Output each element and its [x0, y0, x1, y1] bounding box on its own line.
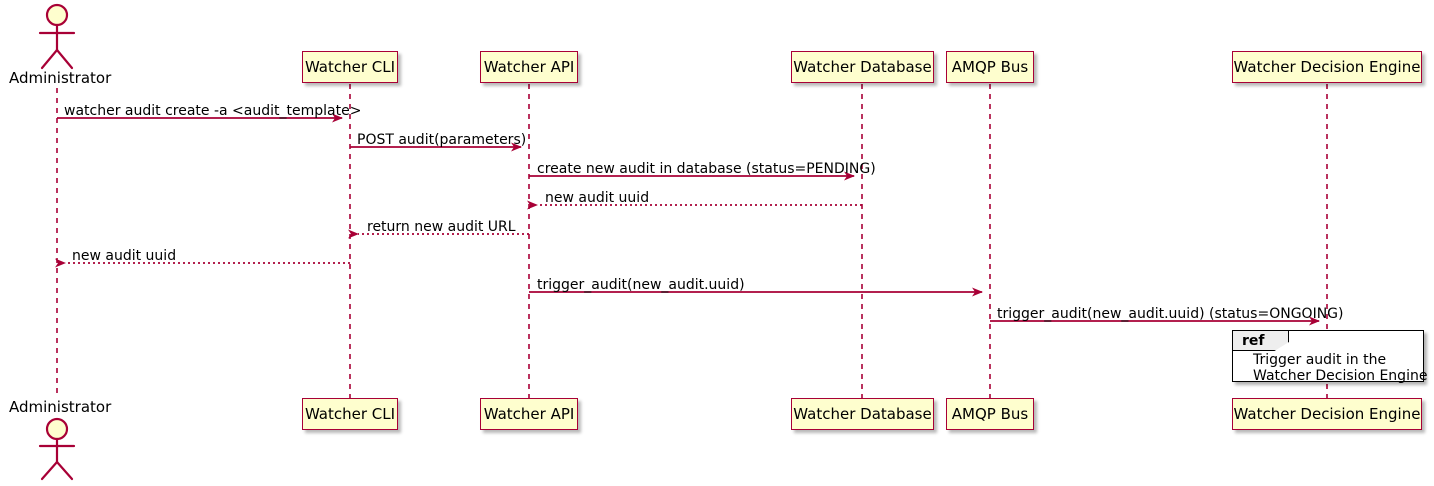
- participant-label: AMQP Bus: [951, 404, 1029, 423]
- participant-watcher-decision-engine-bottom[interactable]: Watcher Decision Engine: [1232, 398, 1422, 430]
- message-arrows: [55, 113, 1320, 326]
- message-label-3: create new audit in database (status=PEN…: [537, 161, 876, 177]
- ref-fragment: ref Trigger audit in the Watcher Decisio…: [1232, 330, 1428, 384]
- message-label-4: new audit uuid: [545, 190, 650, 206]
- participant-watcher-api-bottom[interactable]: Watcher API: [480, 398, 578, 430]
- participant-watcher-cli-top[interactable]: Watcher CLI: [302, 51, 398, 83]
- participant-watcher-api-top[interactable]: Watcher API: [480, 51, 578, 83]
- participant-amqp-bus-top[interactable]: AMQP Bus: [946, 51, 1034, 83]
- actor-administrator-bottom: [38, 417, 76, 481]
- message-label-2: POST audit(parameters): [357, 132, 527, 148]
- participant-label: Watcher CLI: [304, 57, 396, 76]
- ref-fragment-body: Trigger audit in the Watcher Decision En…: [1233, 352, 1428, 384]
- participant-watcher-cli-bottom[interactable]: Watcher CLI: [302, 398, 398, 430]
- ref-fragment-line-2: Watcher Decision Engine: [1253, 368, 1428, 384]
- ref-fragment-line-1: Trigger audit in the: [1253, 352, 1387, 368]
- participant-watcher-database-top[interactable]: Watcher Database: [791, 51, 934, 83]
- message-label-6: new audit uuid: [72, 248, 177, 264]
- participant-amqp-bus-bottom[interactable]: AMQP Bus: [946, 398, 1034, 430]
- participant-label: Watcher API: [483, 57, 575, 76]
- actor-label-administrator-bottom: Administrator: [9, 398, 112, 416]
- participant-label: Watcher API: [483, 404, 575, 423]
- participant-label: Watcher Database: [793, 57, 932, 76]
- participant-label: AMQP Bus: [951, 57, 1029, 76]
- message-label-5: return new audit URL: [367, 219, 516, 235]
- participant-watcher-database-bottom[interactable]: Watcher Database: [791, 398, 934, 430]
- participant-label: Watcher Decision Engine: [1233, 404, 1421, 423]
- lifelines: [56, 84, 1328, 398]
- message-label-8: trigger_audit(new_audit.uuid) (status=ON…: [997, 306, 1344, 322]
- actor-administrator-top: [38, 3, 76, 70]
- participant-label: Watcher Decision Engine: [1233, 57, 1421, 76]
- ref-fragment-keyword: ref: [1233, 331, 1289, 351]
- participant-label: Watcher Database: [793, 404, 932, 423]
- participant-label: Watcher CLI: [304, 404, 396, 423]
- message-label-7: trigger_audit(new_audit.uuid): [537, 277, 745, 293]
- actor-label-administrator-top: Administrator: [9, 69, 112, 87]
- message-label-1: watcher audit create -a <audit_template>: [64, 103, 362, 119]
- participant-watcher-decision-engine-top[interactable]: Watcher Decision Engine: [1232, 51, 1422, 83]
